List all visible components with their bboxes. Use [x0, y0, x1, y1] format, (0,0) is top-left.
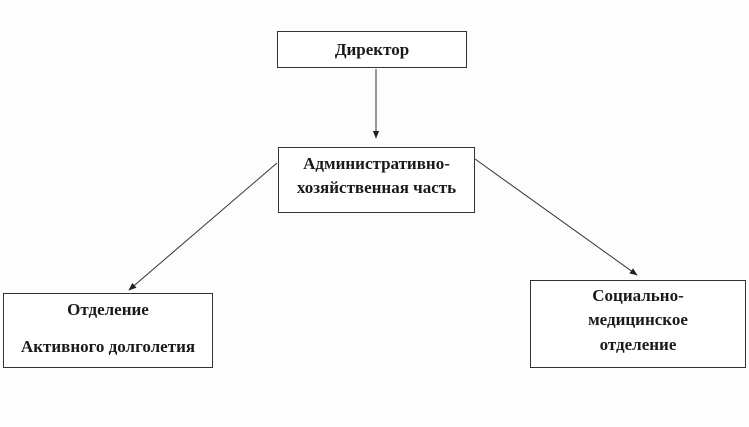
- medical-label-line-1: Социально-: [592, 286, 684, 305]
- medical-label-line-2: медицинское: [588, 310, 688, 330]
- active-label-line-2: Активного долголетия: [20, 337, 196, 357]
- admin-label-line-2: хозяйственная часть: [296, 178, 457, 198]
- director-label: Директор: [334, 40, 410, 59]
- arrow-admin-to-active: [128, 162, 278, 291]
- director-node: Директор: [277, 31, 467, 68]
- active-label-line-1: Отделение: [67, 300, 149, 319]
- arrow-admin-to-medical: [474, 158, 638, 276]
- medical-node: Социально- медицинское отделение: [530, 280, 746, 368]
- admin-label-line-1: Административно-: [303, 154, 450, 173]
- active-longevity-node: Отделение Активного долголетия: [3, 293, 213, 368]
- medical-label-line-3: отделение: [599, 334, 677, 354]
- admin-node: Административно- хозяйственная часть: [278, 147, 475, 213]
